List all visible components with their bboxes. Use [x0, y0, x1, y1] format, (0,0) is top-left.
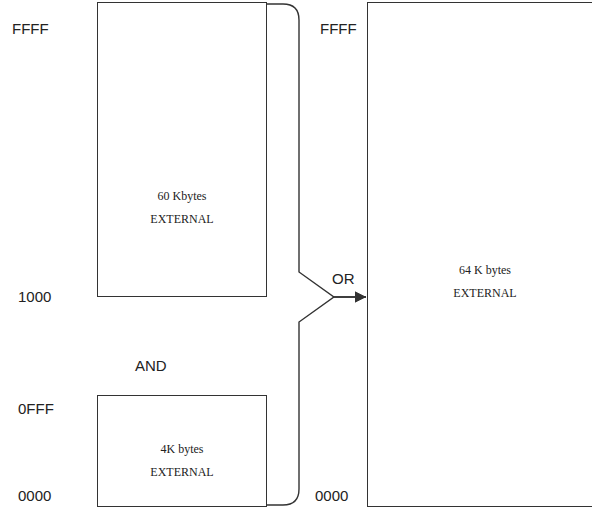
block-text: 60 Kbytes: [98, 185, 266, 208]
address-label: FFFF: [318, 20, 359, 37]
block-text-group: 64 K bytesEXTERNAL: [368, 259, 592, 305]
address-label: OR: [330, 270, 357, 287]
memory-block: 64 K bytesEXTERNAL: [367, 2, 592, 507]
merge-connector: [267, 297, 366, 505]
block-text-group: 4K bytesEXTERNAL: [98, 438, 266, 484]
address-label: 0000: [313, 487, 350, 504]
block-text: EXTERNAL: [368, 282, 592, 305]
block-text: 64 K bytes: [368, 259, 592, 282]
block-text-group: 60 KbytesEXTERNAL: [98, 185, 266, 231]
block-text: 4K bytes: [98, 438, 266, 461]
merge-connector: [267, 4, 366, 297]
address-label: 0000: [16, 487, 53, 504]
memory-block: 60 KbytesEXTERNAL: [97, 2, 267, 297]
memory-block: 4K bytesEXTERNAL: [97, 395, 267, 507]
address-label: 1000: [16, 288, 53, 305]
block-text: EXTERNAL: [98, 461, 266, 484]
address-label: AND: [133, 357, 169, 374]
address-label: 0FFF: [16, 400, 56, 417]
block-text: EXTERNAL: [98, 208, 266, 231]
address-label: FFFF: [10, 20, 51, 37]
